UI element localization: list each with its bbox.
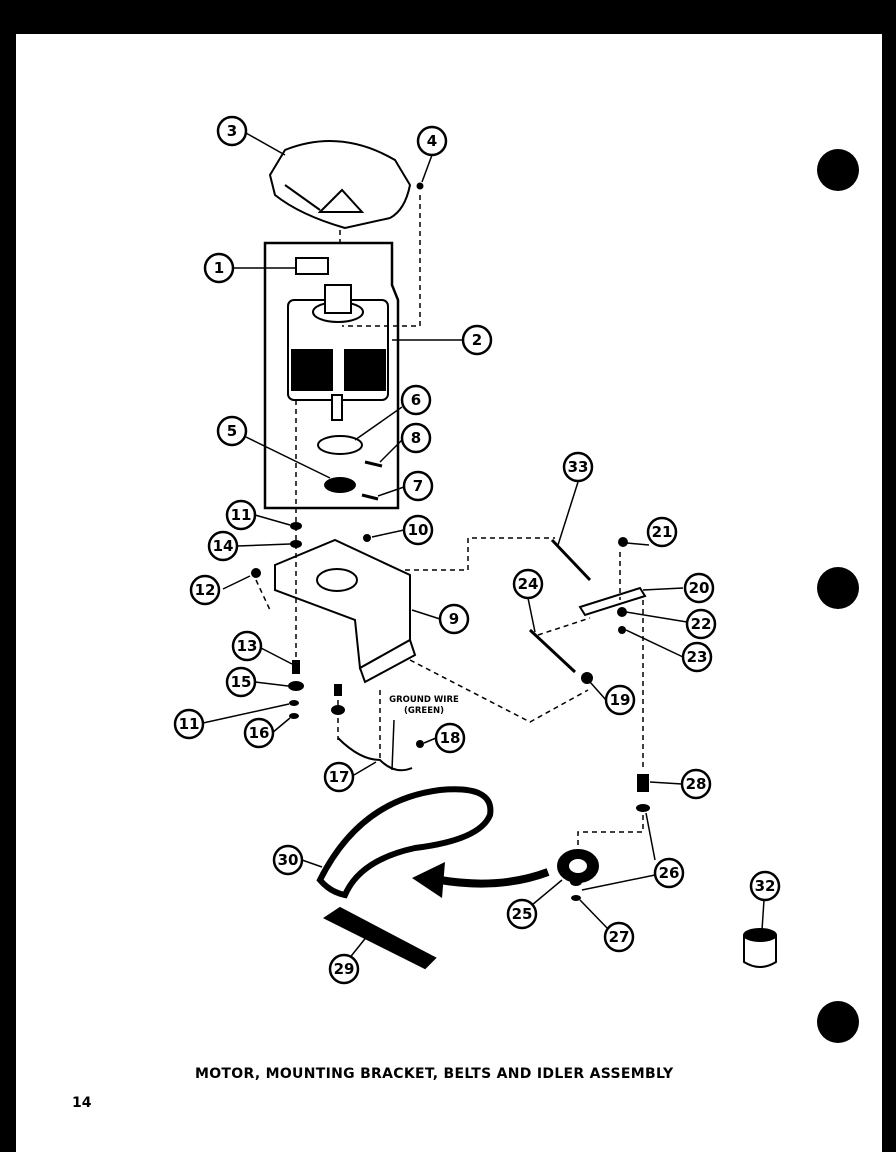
svg-text:29: 29 — [334, 960, 355, 978]
idler-pulley — [557, 849, 599, 883]
svg-text:8: 8 — [411, 429, 421, 447]
callout-33: 33 — [562, 451, 594, 483]
callout-22: 22 — [685, 608, 717, 640]
svg-text:15: 15 — [231, 673, 252, 691]
svg-text:17: 17 — [329, 768, 350, 786]
callout-2: 2 — [461, 324, 493, 356]
svg-text:19: 19 — [610, 691, 631, 709]
pump-belt-29 — [323, 906, 437, 970]
svg-text:33: 33 — [568, 458, 589, 476]
ground-wire-label: GROUND WIRE — [389, 695, 459, 705]
callout-26: 26 — [653, 857, 685, 889]
callout-29: 29 — [328, 953, 360, 985]
motor-pulley-6 — [317, 435, 363, 455]
callout-16: 16 — [243, 717, 275, 749]
setscrew-8 — [364, 460, 383, 468]
svg-text:6: 6 — [411, 391, 421, 409]
svg-text:23: 23 — [687, 648, 708, 666]
svg-text:4: 4 — [427, 132, 437, 150]
svg-text:27: 27 — [609, 928, 630, 946]
svg-text:32: 32 — [755, 877, 776, 895]
svg-text:30: 30 — [278, 851, 299, 869]
binder-hole — [817, 567, 859, 609]
callout-15: 15 — [225, 666, 257, 698]
svg-text:26: 26 — [659, 864, 680, 882]
mounting-bracket — [274, 538, 417, 684]
svg-text:11: 11 — [231, 506, 252, 524]
callout-10: 10 — [402, 514, 434, 546]
callout-8: 8 — [400, 422, 432, 454]
callout-6: 6 — [400, 384, 432, 416]
switch-1 — [295, 257, 329, 275]
arrow-head — [412, 862, 445, 898]
diagram-page — [16, 34, 882, 1152]
binder-hole — [817, 1001, 859, 1043]
svg-text:10: 10 — [408, 521, 429, 539]
callout-1: 1 — [203, 252, 235, 284]
svg-text:16: 16 — [249, 724, 270, 742]
svg-text:11: 11 — [179, 715, 200, 733]
drive-belt-30 — [316, 786, 494, 899]
callout-20: 20 — [683, 572, 715, 604]
callout-32: 32 — [749, 870, 781, 902]
callout-24: 24 — [512, 568, 544, 600]
setscrew-7 — [361, 493, 379, 501]
callout-17: 17 — [323, 761, 355, 793]
spring-33 — [550, 538, 592, 582]
ground-wire-color: (GREEN) — [404, 706, 444, 716]
svg-text:21: 21 — [652, 523, 673, 541]
page-number: 14 — [72, 1095, 92, 1111]
callout-19: 19 — [604, 684, 636, 716]
svg-text:22: 22 — [691, 615, 712, 633]
callout-7: 7 — [402, 470, 434, 502]
motor-pulley-5 — [324, 477, 356, 493]
motor — [287, 284, 389, 421]
callout-25: 25 — [506, 898, 538, 930]
diagram-title: MOTOR, MOUNTING BRACKET, BELTS AND IDLER… — [195, 1066, 674, 1082]
leader-lines — [202, 132, 765, 961]
svg-text:25: 25 — [512, 905, 533, 923]
callout-3: 3 — [216, 115, 248, 147]
motor-cover — [268, 140, 412, 230]
callout-13: 13 — [231, 630, 263, 662]
callout-18: 18 — [434, 722, 466, 754]
svg-text:1: 1 — [214, 259, 224, 277]
svg-text:18: 18 — [440, 729, 461, 747]
callout-5: 5 — [216, 415, 248, 447]
callout-21: 21 — [646, 516, 678, 548]
svg-text:5: 5 — [227, 422, 237, 440]
svg-text:20: 20 — [689, 579, 710, 597]
callout-11-upper: 11 — [225, 499, 257, 531]
ground-wire — [337, 737, 413, 772]
svg-text:2: 2 — [472, 331, 482, 349]
binder-hole — [817, 149, 859, 191]
screw-4 — [416, 182, 424, 190]
callout-28: 28 — [680, 768, 712, 800]
svg-text:13: 13 — [237, 637, 258, 655]
assembly-lines — [255, 195, 644, 850]
svg-text:12: 12 — [195, 581, 216, 599]
spring-24 — [528, 628, 577, 674]
motor-group-outline — [263, 241, 400, 510]
svg-text:14: 14 — [213, 537, 234, 555]
callout-4: 4 — [416, 125, 448, 157]
callout-12: 12 — [189, 574, 221, 606]
callout-27: 27 — [603, 921, 635, 953]
svg-text:9: 9 — [449, 610, 459, 628]
callout-23: 23 — [681, 641, 713, 673]
callout-9: 9 — [438, 603, 470, 635]
direction-arrow — [439, 868, 550, 888]
callout-14: 14 — [207, 530, 239, 562]
callouts: 3 4 1 2 6 5 8 7 11 10 14 12 9 13 15 11 1… — [173, 115, 781, 985]
svg-text:7: 7 — [413, 477, 423, 495]
idler-arm-20 — [578, 586, 647, 617]
callout-11-lower: 11 — [173, 708, 205, 740]
callout-30: 30 — [272, 844, 304, 876]
svg-text:24: 24 — [518, 575, 539, 593]
lubricant-jar-32 — [743, 928, 777, 968]
svg-text:28: 28 — [686, 775, 707, 793]
svg-text:3: 3 — [227, 122, 237, 140]
